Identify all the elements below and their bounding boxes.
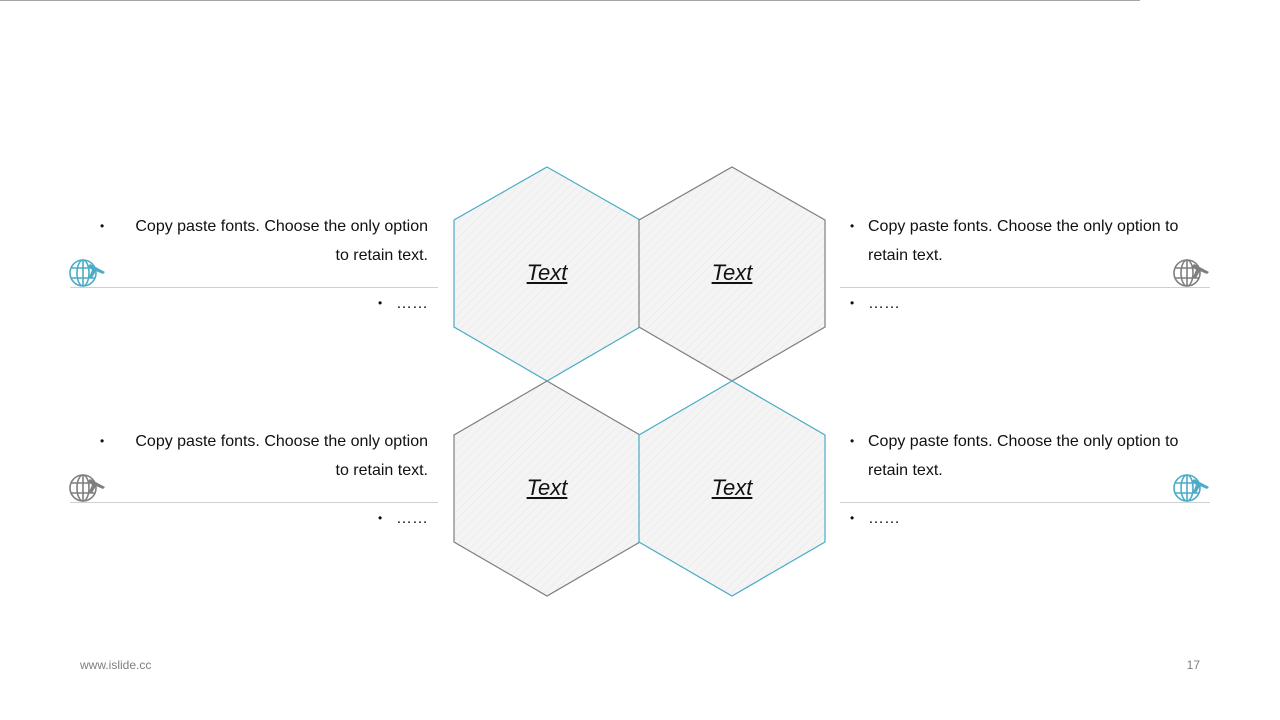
bullet-dot: • <box>378 511 383 525</box>
bullet-sub-text: …… <box>868 510 900 527</box>
globe-plane-icon <box>1173 474 1209 502</box>
hexagon-label-top-left: Text <box>526 260 568 285</box>
globe-plane-icon <box>69 259 105 287</box>
bullet-sub-text: …… <box>868 295 900 312</box>
hexagon-label-bottom-right: Text <box>711 475 753 500</box>
globe-plane-icon <box>69 474 105 502</box>
bullet-dot: • <box>850 434 855 448</box>
bullet-main-text: Copy paste fonts. Choose the only option… <box>135 218 428 264</box>
hexagon-label-bottom-left: Text <box>526 475 568 500</box>
hexagon-bottom-right <box>638 380 826 597</box>
block-divider <box>70 287 438 288</box>
bullet-dot: • <box>850 219 855 233</box>
bullet-sub-text: …… <box>396 295 428 312</box>
bullet-main-text: Copy paste fonts. Choose the only option… <box>868 218 1179 264</box>
globe-plane-icon <box>1173 259 1209 287</box>
bullet-dot: • <box>850 296 855 310</box>
bullet-dot: • <box>378 296 383 310</box>
hexagon-label-top-right: Text <box>711 260 753 285</box>
header-divider <box>0 0 1140 1</box>
block-divider <box>70 502 438 503</box>
bullet-sub-text: …… <box>396 510 428 527</box>
footer-url: www.islide.cc <box>80 658 152 672</box>
bullet-main-text: Copy paste fonts. Choose the only option… <box>135 433 428 479</box>
block-divider <box>840 287 1210 288</box>
block-divider <box>840 502 1210 503</box>
bullet-dot: • <box>100 219 105 233</box>
bullet-dot: • <box>850 511 855 525</box>
page-number: 17 <box>1186 658 1200 672</box>
bullet-sub: • …… <box>378 504 438 533</box>
bullet-sub: • …… <box>850 289 910 318</box>
bullet-sub: • …… <box>378 289 438 318</box>
bullet-main-text: Copy paste fonts. Choose the only option… <box>868 433 1179 479</box>
bullet-sub: • …… <box>850 504 910 533</box>
bullet-dot: • <box>100 434 105 448</box>
